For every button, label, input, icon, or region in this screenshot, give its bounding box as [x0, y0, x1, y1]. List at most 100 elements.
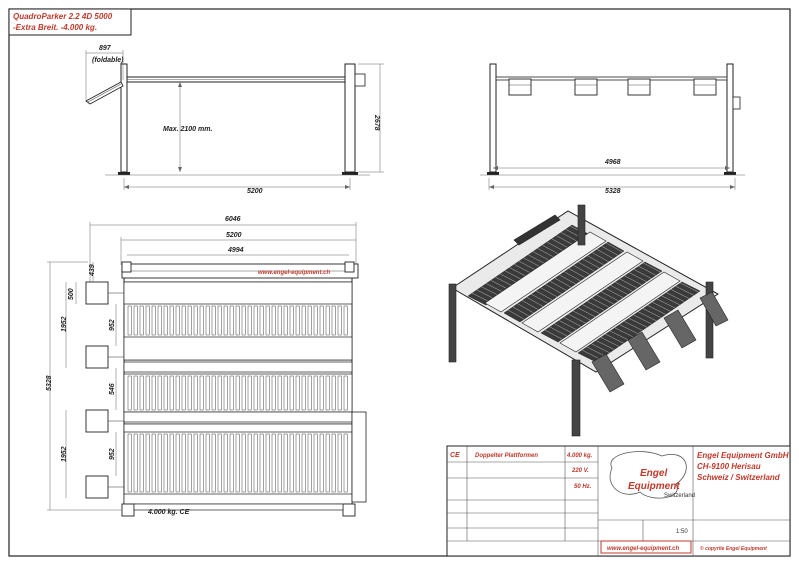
- iso-slat-line: [596, 249, 614, 259]
- iso-slat-line: [573, 265, 590, 275]
- slat: [283, 375, 288, 411]
- slat: [337, 305, 342, 336]
- slat: [241, 375, 246, 411]
- slat: [313, 375, 318, 411]
- slat: [223, 433, 228, 493]
- slat: [133, 433, 138, 493]
- slat: [301, 305, 306, 336]
- iso-slat-line: [504, 270, 524, 281]
- iso-slat-line: [628, 317, 648, 328]
- slat: [253, 433, 258, 493]
- front-post-right: [726, 63, 734, 173]
- side-post-left: [120, 63, 128, 173]
- slat: [139, 375, 144, 411]
- iso-slat-line: [481, 286, 500, 297]
- iso-slat-line: [526, 297, 544, 307]
- slat: [193, 433, 198, 493]
- iso-slat-line: [568, 268, 586, 278]
- slat: [163, 433, 168, 493]
- slat: [271, 305, 276, 336]
- iso-slat-line: [514, 264, 533, 275]
- iso-lane: [503, 241, 625, 323]
- tb-address2: Schweiz / Switzerland: [697, 473, 781, 482]
- side-dim-fold: 897: [99, 45, 112, 52]
- slat: [319, 305, 324, 336]
- slat: [151, 305, 156, 336]
- plan-slats-a: [127, 305, 348, 336]
- slat: [265, 433, 270, 493]
- slat: [211, 433, 216, 493]
- plan-dim-ramp: 500: [68, 288, 75, 300]
- slat: [265, 375, 270, 411]
- slat: [331, 305, 336, 336]
- iso-slat-line: [554, 323, 572, 333]
- slat: [247, 305, 252, 336]
- iso-slat-line: [638, 311, 657, 322]
- slat: [205, 305, 210, 336]
- iso-slat-line: [500, 273, 519, 284]
- slat: [235, 305, 240, 336]
- plan-dim-length: 5200: [226, 232, 242, 239]
- iso-slat-line: [619, 324, 638, 334]
- iso-slat-line: [540, 287, 558, 298]
- slat: [289, 305, 294, 336]
- iso-slat-line: [596, 294, 614, 305]
- title-box: QuadroParker 2.2 4D 5000 -Extra Breit. -…: [8, 8, 132, 36]
- iso-slat-line: [523, 257, 542, 268]
- iso-slat-line: [573, 310, 591, 321]
- slat: [307, 305, 312, 336]
- plan-dim-top: 439: [89, 264, 96, 277]
- iso-slat-line: [522, 300, 539, 310]
- tb-spec-freq: 50 Hz.: [574, 484, 592, 490]
- slat: [307, 375, 312, 411]
- slat: [271, 375, 276, 411]
- slat: [313, 305, 318, 336]
- slat: [343, 375, 348, 411]
- side-dim-fold-note: (foldable): [92, 57, 124, 64]
- iso-slat-line: [551, 238, 570, 249]
- iso-lane: [577, 281, 701, 363]
- iso-slat-line: [564, 271, 581, 282]
- slat: [325, 375, 330, 411]
- iso-slat-line: [509, 267, 528, 278]
- slat: [181, 305, 186, 336]
- slat: [187, 305, 192, 336]
- slat: [235, 433, 240, 493]
- slat: [169, 305, 174, 336]
- slat: [265, 305, 270, 336]
- slat: [313, 433, 318, 493]
- slat: [223, 375, 228, 411]
- iso-slat-line: [528, 254, 547, 265]
- iso-slat-line: [556, 235, 575, 246]
- iso-slat-line: [624, 275, 642, 286]
- slat: [133, 375, 138, 411]
- slat: [169, 375, 174, 411]
- iso-slat-line: [578, 262, 595, 272]
- iso-slat-line: [560, 232, 580, 243]
- iso-slat-line: [619, 278, 638, 289]
- slat: [217, 433, 222, 493]
- slat: [325, 433, 330, 493]
- iso-slat-line: [647, 305, 666, 315]
- side-view: Max. 2100 mm. 2678 897 (foldable) 5200: [85, 45, 384, 195]
- iso-post-2: [571, 359, 581, 437]
- slat: [289, 433, 294, 493]
- tb-scale: 1:50: [676, 529, 688, 535]
- side-dim-height: 2678: [373, 114, 380, 131]
- slat: [175, 305, 180, 336]
- iso-slat-line: [549, 326, 567, 337]
- slat: [217, 375, 222, 411]
- iso-slat-line: [670, 289, 690, 299]
- slat: [199, 375, 204, 411]
- iso-post-4: [577, 204, 586, 246]
- slat: [229, 305, 234, 336]
- tb-ce: CE: [450, 452, 460, 459]
- iso-slat-line: [568, 313, 586, 324]
- iso-slat-line: [554, 277, 572, 288]
- tb-description: Doppelter Plattformen: [475, 453, 538, 459]
- slat: [205, 375, 210, 411]
- plan-dim-inner: 4994: [227, 247, 244, 254]
- slat: [241, 305, 246, 336]
- iso-slat-line: [633, 269, 652, 279]
